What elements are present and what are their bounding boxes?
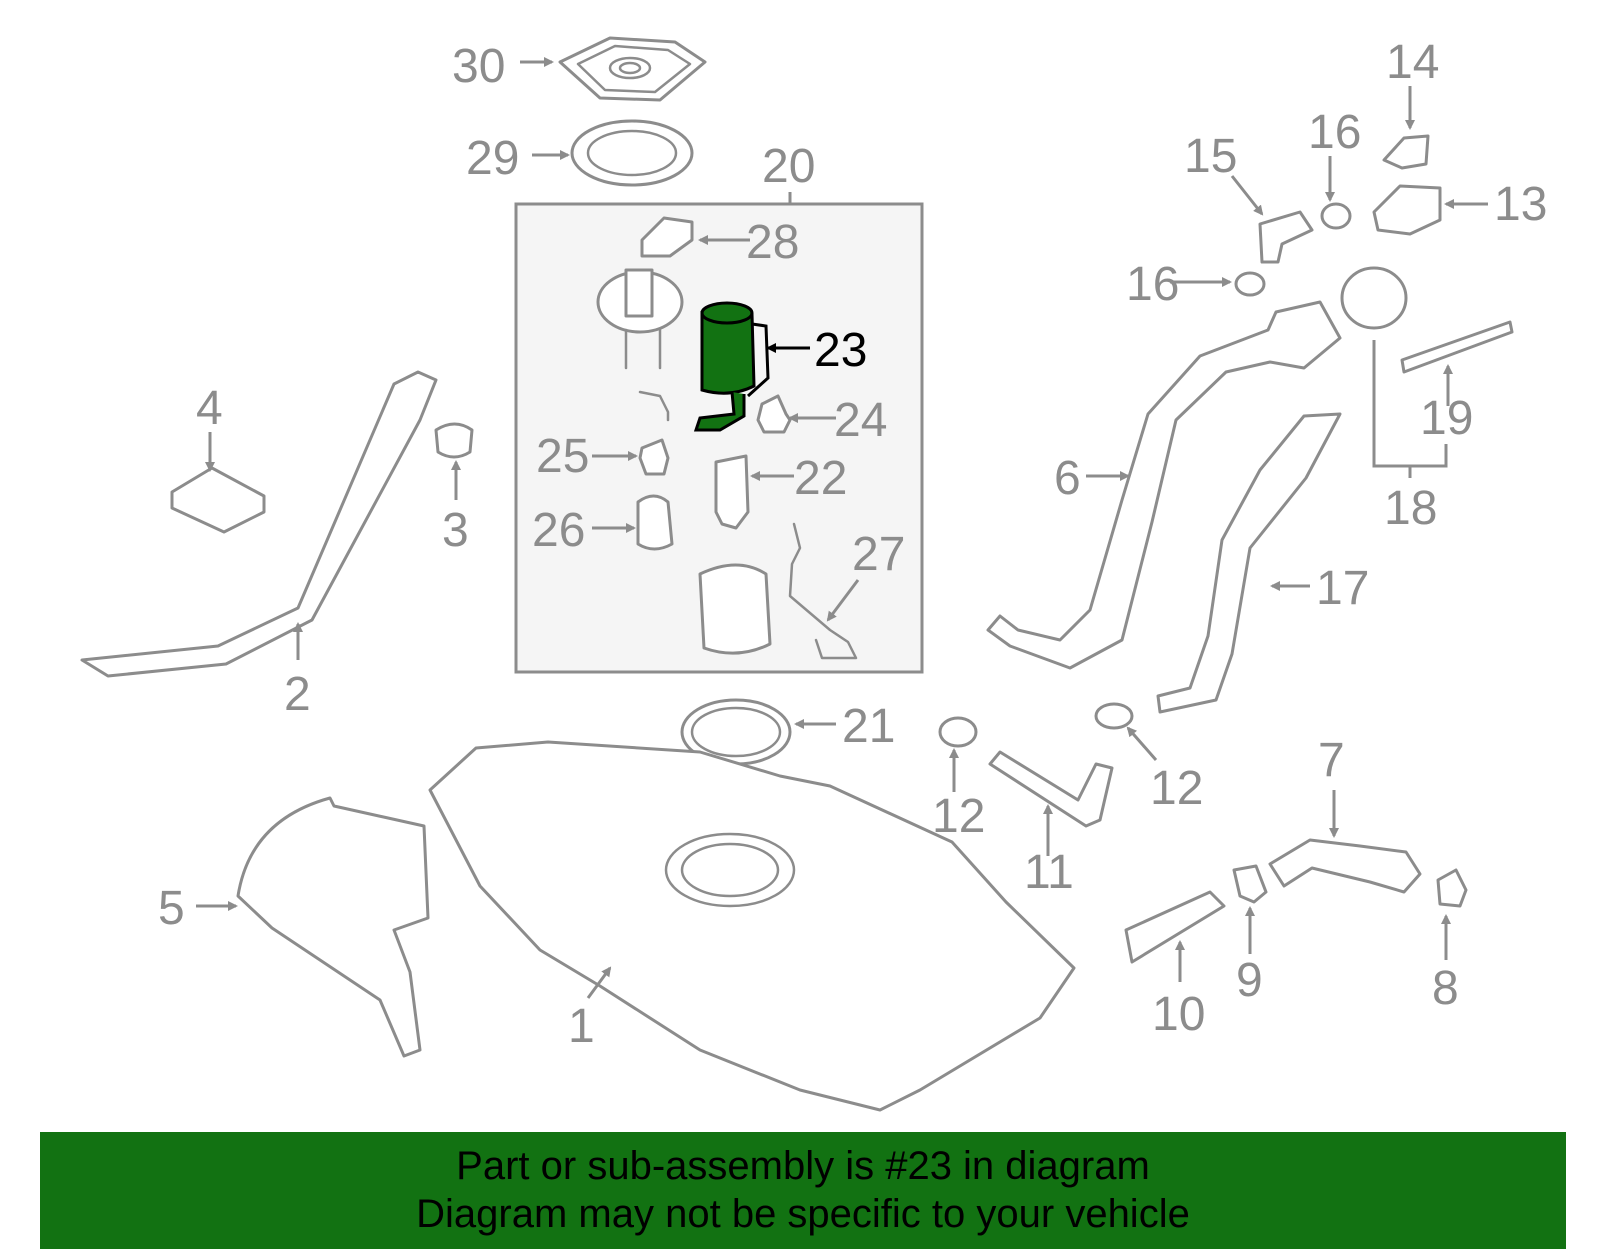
callout-19: 19 [1420, 392, 1473, 445]
part-12-clamp-right[interactable] [1094, 702, 1134, 730]
part-4-pad[interactable] [170, 466, 266, 534]
part-16-clamp-lower[interactable] [1234, 271, 1266, 297]
part-17-vent-pipe[interactable] [1156, 412, 1342, 714]
part-24-valve[interactable] [756, 394, 792, 434]
callout-9: 9 [1236, 954, 1263, 1007]
tank-pump-opening-inner [680, 842, 780, 898]
callout-5: 5 [158, 882, 185, 935]
callout-6: 6 [1054, 452, 1081, 505]
callout-1: 1 [568, 1000, 595, 1053]
part-29-ring[interactable] [570, 119, 694, 187]
part-11-hose[interactable] [988, 750, 1114, 828]
tank-pump-opening [664, 832, 796, 908]
part-25-regulator[interactable] [638, 438, 670, 476]
part-12-clamp-left[interactable] [938, 716, 978, 748]
callout-20: 20 [762, 140, 815, 193]
callout-8: 8 [1432, 962, 1459, 1015]
fuel-line [638, 390, 670, 422]
part-22-pump-motor[interactable] [714, 454, 750, 530]
callout-16-lower: 16 [1126, 258, 1179, 311]
footer-line-1: Part or sub-assembly is #23 in diagram [456, 1144, 1150, 1188]
callout-24: 24 [834, 394, 887, 447]
callout-7: 7 [1318, 734, 1345, 787]
part-5-shield[interactable] [236, 796, 430, 1058]
pump-flange[interactable] [596, 268, 684, 370]
part-7-hose[interactable] [1268, 838, 1422, 894]
part-26-filter[interactable] [636, 494, 674, 551]
part-1-fuel-tank[interactable] [428, 740, 1076, 1112]
pump-bucket[interactable] [698, 563, 772, 655]
leader-lines [196, 57, 1488, 999]
callout-23: 23 [814, 324, 867, 377]
part-2-strap[interactable] [80, 370, 438, 678]
callout-10: 10 [1152, 988, 1205, 1041]
part-6-filler-neck[interactable] [986, 300, 1342, 670]
callout-17: 17 [1316, 562, 1369, 615]
part-16-clamp-upper[interactable] [1320, 202, 1352, 230]
part-3-grommet[interactable] [434, 422, 474, 459]
part-14-clip[interactable] [1382, 134, 1430, 170]
callout-29: 29 [466, 132, 519, 185]
part-9-clamp[interactable] [1232, 864, 1268, 904]
callout-14: 14 [1386, 36, 1439, 89]
callout-13: 13 [1494, 178, 1547, 231]
callout-11: 11 [1024, 846, 1074, 899]
callout-16-upper: 16 [1308, 106, 1361, 159]
callout-15: 15 [1184, 130, 1237, 183]
callout-2: 2 [284, 668, 311, 721]
part-15-elbow[interactable] [1258, 210, 1314, 264]
part-21-seal-inner [690, 706, 782, 758]
part-28-connector[interactable] [640, 216, 694, 258]
callout-labels: 30 29 20 28 23 24 25 22 26 27 21 4 3 2 5… [158, 36, 1547, 1053]
footer-banner: Part or sub-assembly is #23 in diagram D… [40, 1132, 1566, 1249]
callout-27: 27 [852, 528, 905, 581]
callout-12-right: 12 [1150, 762, 1203, 815]
callout-12-left: 12 [932, 790, 985, 843]
callout-30: 30 [452, 40, 505, 93]
part-19-tether[interactable] [1400, 320, 1514, 374]
callout-4: 4 [196, 382, 223, 435]
callout-21: 21 [842, 700, 895, 753]
callout-28: 28 [746, 216, 799, 269]
part-8-clamp[interactable] [1436, 868, 1468, 908]
footer-line-2: Diagram may not be specific to your vehi… [416, 1192, 1190, 1236]
callout-25: 25 [536, 430, 589, 483]
callout-22: 22 [794, 452, 847, 505]
part-18-fuel-cap[interactable] [1340, 266, 1408, 330]
part-27-sender[interactable] [788, 522, 858, 660]
callout-18: 18 [1384, 482, 1437, 535]
callout-3: 3 [442, 504, 469, 557]
part-10-guard[interactable] [1124, 890, 1226, 964]
part-13-bracket[interactable] [1372, 184, 1442, 236]
part-30-cover-plate[interactable] [558, 36, 707, 102]
callout-26: 26 [532, 504, 585, 557]
